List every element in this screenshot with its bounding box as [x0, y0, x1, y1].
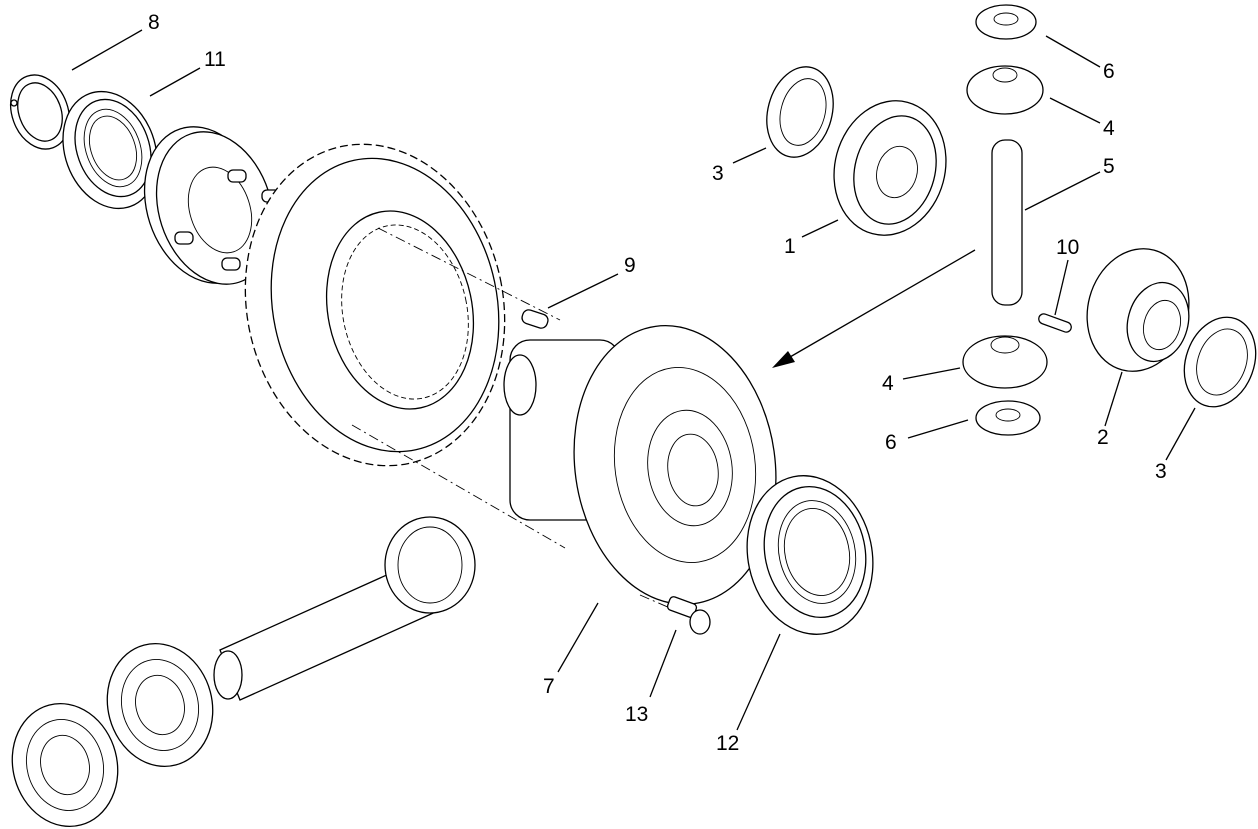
carrier-flange — [143, 126, 281, 285]
callout-3-top: 3 — [712, 162, 724, 185]
washer-part-6-top — [975, 4, 1037, 40]
ring-gear — [244, 143, 506, 467]
pinion-gear-part-4-top — [966, 65, 1044, 115]
callout-3-right: 3 — [1155, 460, 1167, 483]
callout-13: 13 — [625, 703, 648, 726]
cross-shaft-part-5 — [991, 139, 1023, 306]
side-gear-part-2 — [1086, 248, 1190, 372]
assembly-guide-lines — [351, 227, 671, 609]
side-gear-part-1 — [833, 100, 947, 236]
callout-6-bottom: 6 — [885, 431, 897, 454]
callout-11: 11 — [204, 48, 226, 71]
callout-7: 7 — [543, 675, 555, 698]
callout-5: 5 — [1103, 155, 1115, 178]
roll-pin-part-10 — [1038, 313, 1072, 333]
leader-lines — [71, 29, 1196, 731]
bearing-part-12 — [746, 475, 874, 635]
assembly-arrow — [772, 249, 976, 368]
callouts: 8 11 9 3 1 6 4 5 10 4 6 2 3 7 13 12 — [148, 11, 1167, 755]
pinion-shaft-assembly — [11, 516, 476, 828]
thrust-washer-part-3-right — [1183, 316, 1257, 408]
callout-12: 12 — [716, 732, 739, 755]
callout-1: 1 — [784, 235, 796, 258]
thrust-washer-part-3-top — [766, 66, 834, 158]
pinion-gear-part-4-bottom — [962, 335, 1048, 389]
differential-case-part-7 — [503, 325, 777, 605]
callout-6-top: 6 — [1103, 60, 1115, 83]
snap-ring-part-8 — [10, 74, 70, 150]
callout-8: 8 — [148, 11, 160, 34]
callout-9: 9 — [624, 254, 636, 277]
callout-10: 10 — [1056, 236, 1079, 259]
bolt-part-13 — [666, 596, 711, 635]
dowel-pin-part-9 — [521, 309, 549, 329]
callout-2: 2 — [1097, 426, 1109, 449]
callout-4-top: 4 — [1103, 117, 1115, 140]
washer-part-6-bottom — [975, 400, 1041, 436]
bearing-part-11 — [62, 90, 158, 210]
callout-4-bottom: 4 — [882, 372, 894, 395]
